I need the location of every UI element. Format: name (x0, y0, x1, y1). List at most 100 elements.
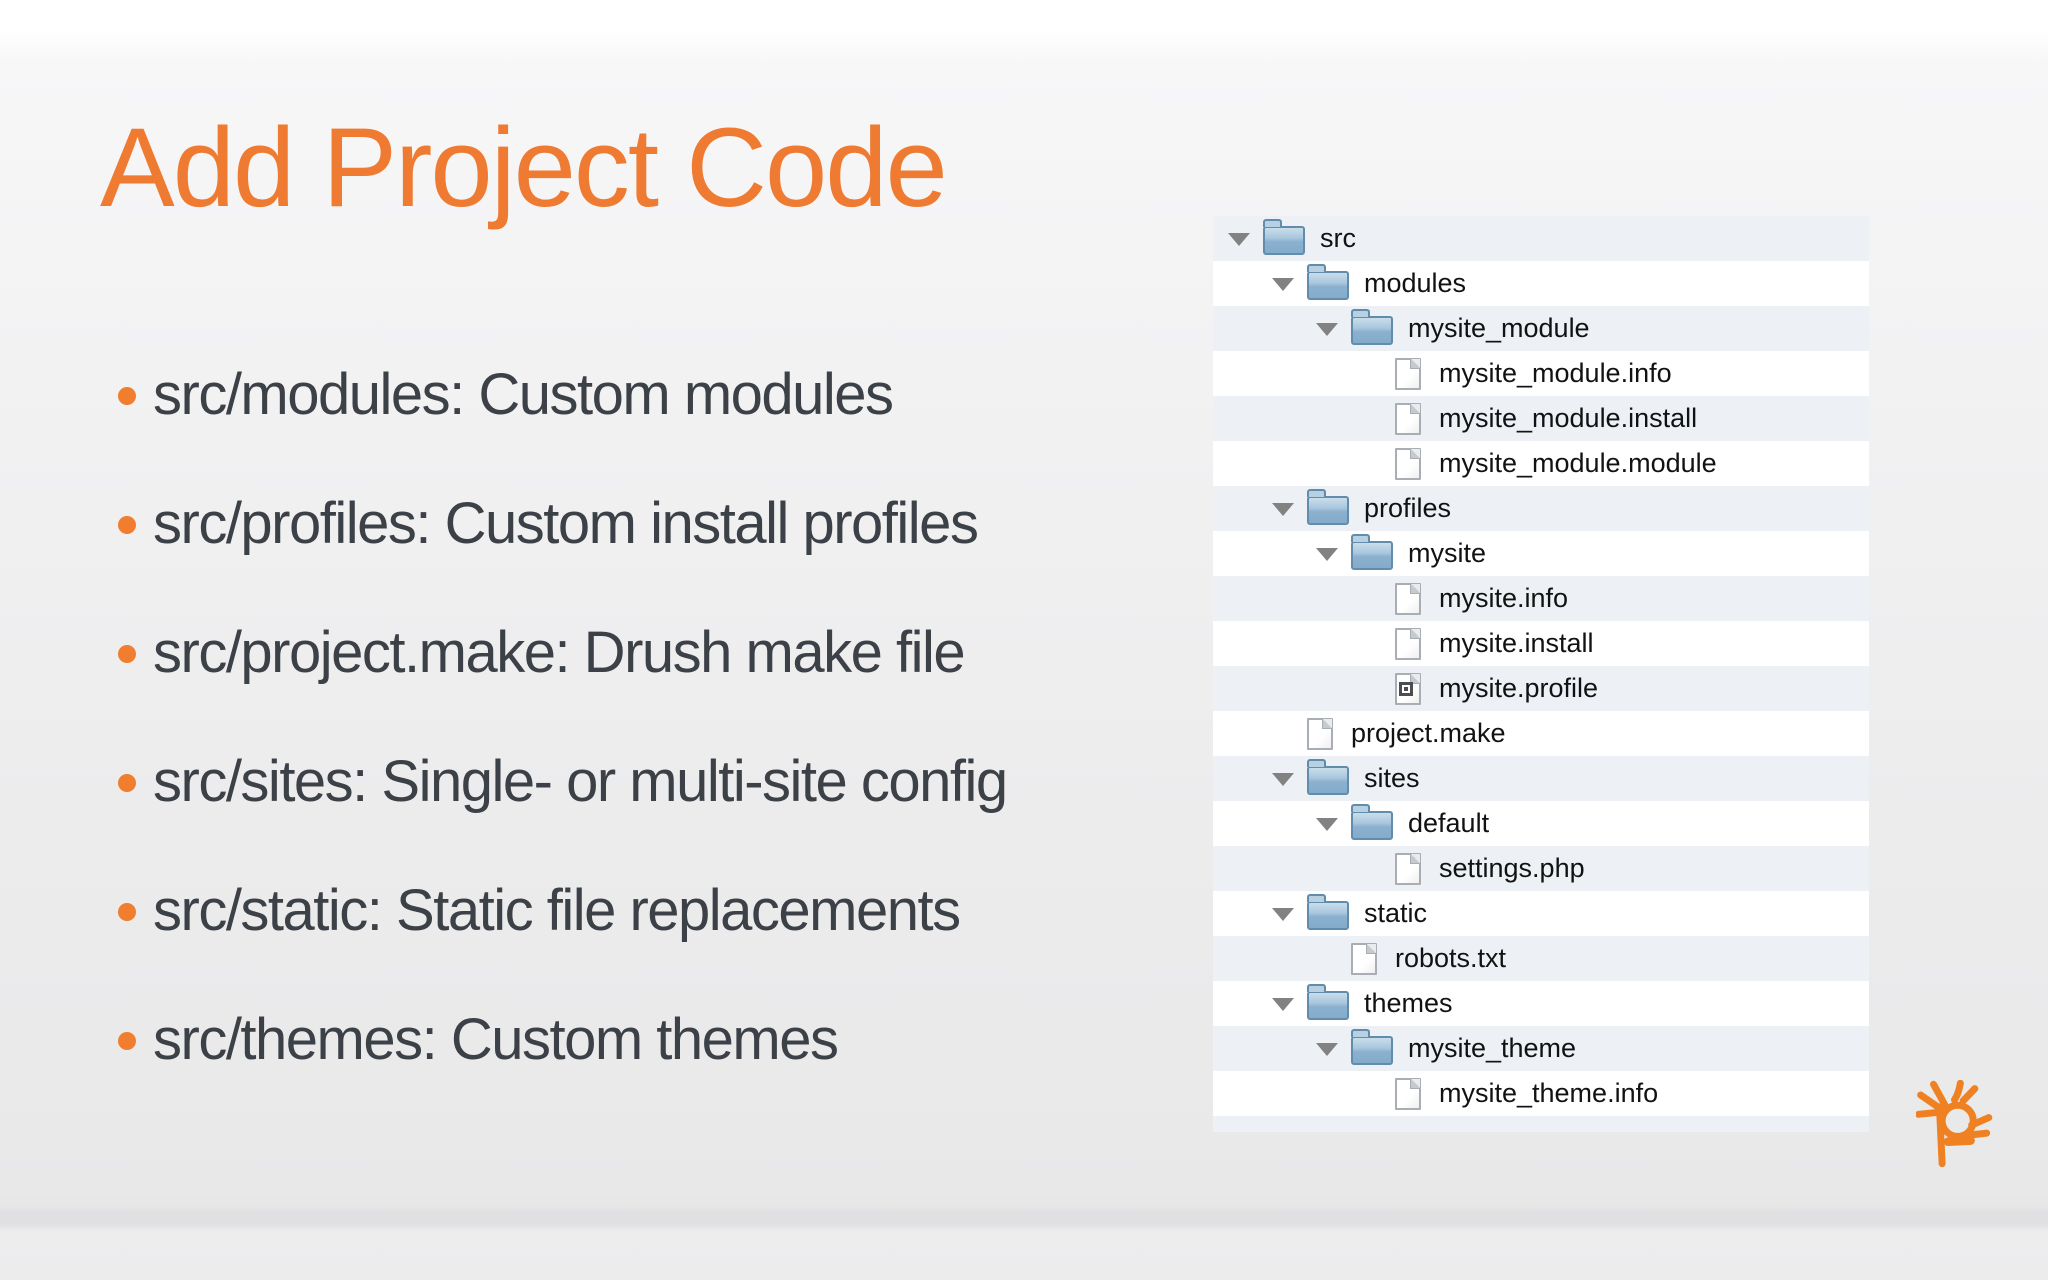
disclosure-triangle-icon[interactable] (1271, 981, 1307, 1026)
disclosure-triangle-icon[interactable] (1271, 891, 1307, 936)
folder-icon (1351, 1029, 1393, 1065)
tree-item-label: mysite.install (1439, 628, 1594, 658)
profile-file-icon (1395, 672, 1421, 705)
tree-row-src[interactable]: src (1213, 216, 1869, 261)
file-icon (1395, 852, 1421, 885)
tree-row-mysite_module.install[interactable]: mysite_module.install (1213, 396, 1869, 441)
tree-row-mysite.install[interactable]: mysite.install (1213, 621, 1869, 666)
indent-spacer (1271, 711, 1307, 756)
disclosure-triangle-icon[interactable] (1227, 216, 1263, 261)
tree-row-modules[interactable]: modules (1213, 261, 1869, 306)
folder-icon (1307, 759, 1349, 795)
bullet-item: src/static: Static file replacements (118, 846, 1007, 975)
folder-icon (1307, 894, 1349, 930)
bullet-item: src/project.make: Drush make file (118, 588, 1007, 717)
tree-row-settings.php[interactable]: settings.php (1213, 846, 1869, 891)
slide-title: Add Project Code (100, 105, 948, 230)
bullet-item: src/modules: Custom modules (118, 330, 1007, 459)
tree-row-robots.txt[interactable]: robots.txt (1213, 936, 1869, 981)
disclosure-triangle-icon[interactable] (1271, 756, 1307, 801)
tree-row-default[interactable]: default (1213, 801, 1869, 846)
folder-icon (1307, 264, 1349, 300)
indent-spacer (1315, 936, 1351, 981)
tree-item-label: profiles (1364, 493, 1452, 523)
bullet-item-text: src/modules: Custom modules (153, 362, 894, 427)
indent-spacer (1359, 846, 1395, 891)
indent-spacer (1359, 1071, 1395, 1116)
tree-row-mysite_theme[interactable]: mysite_theme (1213, 1026, 1869, 1071)
tree-item-label: src (1320, 223, 1356, 253)
tree-row-project.make[interactable]: project.make (1213, 711, 1869, 756)
tree-row-mysite.info[interactable]: mysite.info (1213, 576, 1869, 621)
tree-row-mysite.profile[interactable]: mysite.profile (1213, 666, 1869, 711)
tree-row-mysite_theme.info[interactable]: mysite_theme.info (1213, 1071, 1869, 1116)
disclosure-triangle-icon[interactable] (1315, 531, 1351, 576)
folder-icon (1351, 804, 1393, 840)
tree-item-label: mysite.info (1439, 583, 1569, 613)
tree-item-label: static (1364, 898, 1428, 928)
file-icon (1395, 582, 1421, 615)
bullet-list: src/modules: Custom modules src/profiles… (118, 330, 1008, 1104)
disclosure-triangle-icon[interactable] (1271, 486, 1307, 531)
tree-row-mysite_module[interactable]: mysite_module (1213, 306, 1869, 351)
folder-icon (1307, 984, 1349, 1020)
indent-spacer (1359, 666, 1395, 711)
file-icon (1395, 447, 1421, 480)
tree-empty-row (1213, 1116, 1869, 1132)
tree-item-label: mysite_module (1408, 313, 1590, 343)
disclosure-triangle-icon[interactable] (1315, 801, 1351, 846)
folder-icon (1307, 489, 1349, 525)
disclosure-triangle-icon[interactable] (1315, 306, 1351, 351)
tree-item-label: mysite_module.install (1439, 403, 1698, 433)
indent-spacer (1359, 396, 1395, 441)
tree-item-label: themes (1364, 988, 1453, 1018)
bullet-icon (118, 515, 136, 534)
file-icon (1395, 357, 1421, 390)
bullet-icon (118, 902, 136, 921)
bullet-item-text: src/static: Static file replacements (153, 878, 961, 943)
tree-item-label: project.make (1351, 718, 1506, 748)
file-tree-panel: src modules mysite_module mysite_module.inf… (1213, 216, 1869, 1132)
tree-item-label: modules (1364, 268, 1467, 298)
disclosure-triangle-icon[interactable] (1271, 261, 1307, 306)
tree-row-profiles[interactable]: profiles (1213, 486, 1869, 531)
bullet-item: src/themes: Custom themes (118, 975, 1007, 1104)
tree-item-label: mysite_theme.info (1439, 1078, 1659, 1108)
tree-item-label: settings.php (1439, 853, 1585, 883)
file-icon (1395, 402, 1421, 435)
bullet-icon (118, 644, 136, 663)
tree-row-mysite_module.info[interactable]: mysite_module.info (1213, 351, 1869, 396)
tree-item-label: sites (1364, 763, 1420, 793)
file-icon (1395, 627, 1421, 660)
bullet-icon (118, 773, 136, 792)
bullet-item-text: src/profiles: Custom install profiles (153, 491, 979, 556)
tree-item-label: mysite (1408, 538, 1487, 568)
folder-icon (1351, 309, 1393, 345)
bullet-icon (118, 1031, 136, 1050)
file-icon (1395, 1077, 1421, 1110)
file-icon (1307, 717, 1333, 750)
fern-p-logo-icon (1916, 1080, 1993, 1168)
indent-spacer (1359, 351, 1395, 396)
tree-row-mysite_module.module[interactable]: mysite_module.module (1213, 441, 1869, 486)
tree-item-label: robots.txt (1395, 943, 1507, 973)
bullet-item-text: src/sites: Single- or multi-site config (153, 749, 1008, 814)
folder-icon (1263, 219, 1305, 255)
tree-row-sites[interactable]: sites (1213, 756, 1869, 801)
file-icon (1351, 942, 1377, 975)
tree-item-label: mysite_module.info (1439, 358, 1672, 388)
bullet-item: src/profiles: Custom install profiles (118, 459, 1007, 588)
tree-row-mysite[interactable]: mysite (1213, 531, 1869, 576)
tree-item-label: mysite_module.module (1439, 448, 1717, 478)
indent-spacer (1359, 576, 1395, 621)
bullet-item: src/sites: Single- or multi-site config (118, 717, 1008, 846)
indent-spacer (1359, 621, 1395, 666)
tree-row-themes[interactable]: themes (1213, 981, 1869, 1026)
bullet-icon (118, 386, 136, 405)
folder-icon (1351, 534, 1393, 570)
indent-spacer (1359, 441, 1395, 486)
disclosure-triangle-icon[interactable] (1315, 1026, 1351, 1071)
tree-row-static[interactable]: static (1213, 891, 1869, 936)
tree-item-label: mysite_theme (1408, 1033, 1577, 1063)
